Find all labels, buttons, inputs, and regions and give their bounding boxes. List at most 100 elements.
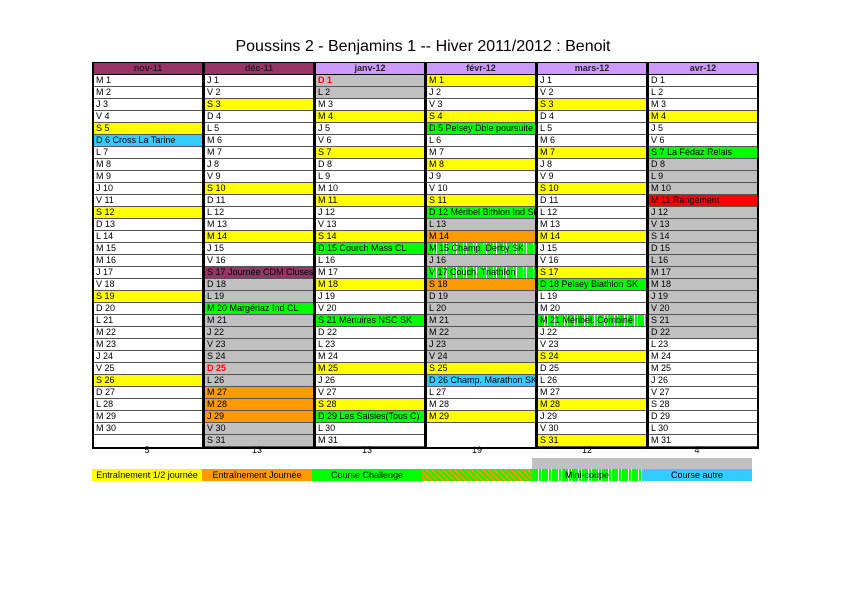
day-cell[interactable]: L 5 bbox=[205, 123, 313, 135]
day-cell[interactable]: M 24 bbox=[316, 351, 424, 363]
day-cell[interactable]: S 24 bbox=[205, 351, 313, 363]
day-cell[interactable]: V 2 bbox=[538, 87, 646, 99]
day-cell[interactable]: V 6 bbox=[649, 135, 757, 147]
day-cell[interactable]: J 26 bbox=[316, 375, 424, 387]
day-cell[interactable]: M 16 bbox=[94, 255, 202, 267]
day-cell[interactable]: M 7 bbox=[427, 147, 535, 159]
day-cell[interactable]: J 19 bbox=[316, 291, 424, 303]
day-cell[interactable]: L 21 bbox=[94, 315, 202, 327]
day-cell[interactable]: S 17 bbox=[538, 267, 646, 279]
day-cell[interactable]: D 18 Peisey Biathlon SK bbox=[538, 279, 646, 291]
day-cell[interactable]: L 19 bbox=[538, 291, 646, 303]
day-cell[interactable]: M 22 bbox=[94, 327, 202, 339]
day-cell[interactable]: D 5 Peisey Dble poursuite bbox=[427, 123, 535, 135]
day-cell[interactable]: M 21 Méribel. Combiné bbox=[538, 315, 646, 327]
day-cell[interactable]: D 8 bbox=[649, 159, 757, 171]
day-cell[interactable]: V 18 bbox=[94, 279, 202, 291]
day-cell[interactable]: V 4 bbox=[94, 111, 202, 123]
day-cell[interactable]: L 9 bbox=[649, 171, 757, 183]
day-cell[interactable]: V 30 bbox=[538, 423, 646, 435]
day-cell[interactable]: L 5 bbox=[538, 123, 646, 135]
day-cell[interactable]: M 1 bbox=[427, 75, 535, 87]
day-cell[interactable]: M 7 bbox=[205, 147, 313, 159]
day-cell[interactable]: V 9 bbox=[538, 171, 646, 183]
day-cell[interactable]: J 12 bbox=[649, 207, 757, 219]
day-cell[interactable]: M 13 bbox=[538, 219, 646, 231]
day-cell[interactable]: D 1 bbox=[316, 75, 424, 87]
day-cell[interactable]: M 27 bbox=[538, 387, 646, 399]
day-cell[interactable]: S 26 bbox=[94, 375, 202, 387]
day-cell[interactable]: M 30 bbox=[94, 423, 202, 435]
day-cell[interactable]: J 3 bbox=[94, 99, 202, 111]
day-cell[interactable]: M 29 bbox=[427, 411, 535, 423]
day-cell[interactable]: M 28 bbox=[205, 399, 313, 411]
day-cell[interactable]: L 9 bbox=[316, 171, 424, 183]
day-cell[interactable]: M 14 bbox=[205, 231, 313, 243]
day-cell[interactable]: V 25 bbox=[94, 363, 202, 375]
day-cell[interactable]: L 12 bbox=[205, 207, 313, 219]
day-cell[interactable]: D 22 bbox=[649, 327, 757, 339]
day-cell[interactable]: M 25 bbox=[649, 363, 757, 375]
day-cell[interactable]: V 27 bbox=[649, 387, 757, 399]
day-cell[interactable]: V 23 bbox=[205, 339, 313, 351]
day-cell[interactable]: J 23 bbox=[427, 339, 535, 351]
day-cell[interactable]: J 8 bbox=[538, 159, 646, 171]
day-cell[interactable]: D 4 bbox=[205, 111, 313, 123]
day-cell[interactable]: V 6 bbox=[316, 135, 424, 147]
day-cell[interactable]: D 15 Courch Mass CL bbox=[316, 243, 424, 255]
day-cell[interactable]: S 3 bbox=[205, 99, 313, 111]
day-cell[interactable]: J 15 bbox=[205, 243, 313, 255]
day-cell[interactable]: M 4 bbox=[316, 111, 424, 123]
day-cell[interactable]: M 8 bbox=[427, 159, 535, 171]
day-cell[interactable]: M 10 bbox=[649, 183, 757, 195]
day-cell[interactable]: D 25 bbox=[205, 363, 313, 375]
day-cell[interactable]: D 12 Méribel Bithlon Ind SK bbox=[427, 207, 535, 219]
day-cell[interactable]: J 15 bbox=[538, 243, 646, 255]
day-cell[interactable]: S 25 bbox=[427, 363, 535, 375]
day-cell[interactable]: M 11 bbox=[316, 195, 424, 207]
day-cell[interactable]: V 16 bbox=[205, 255, 313, 267]
day-cell[interactable]: D 18 bbox=[205, 279, 313, 291]
day-cell[interactable]: S 10 bbox=[205, 183, 313, 195]
day-cell[interactable]: J 17 bbox=[94, 267, 202, 279]
day-cell[interactable]: S 24 bbox=[538, 351, 646, 363]
day-cell[interactable]: D 1 bbox=[649, 75, 757, 87]
day-cell[interactable]: V 30 bbox=[205, 423, 313, 435]
day-cell[interactable]: V 3 bbox=[427, 99, 535, 111]
day-cell[interactable]: M 20 bbox=[538, 303, 646, 315]
day-cell[interactable]: S 12 bbox=[94, 207, 202, 219]
day-cell[interactable]: L 30 bbox=[316, 423, 424, 435]
day-cell[interactable]: M 29 bbox=[94, 411, 202, 423]
day-cell[interactable]: S 19 bbox=[94, 291, 202, 303]
day-cell[interactable]: M 24 bbox=[649, 351, 757, 363]
day-cell[interactable]: M 17 bbox=[316, 267, 424, 279]
day-cell[interactable]: M 6 bbox=[205, 135, 313, 147]
day-cell[interactable]: L 7 bbox=[94, 147, 202, 159]
day-cell[interactable]: S 11 bbox=[427, 195, 535, 207]
day-cell[interactable]: J 2 bbox=[427, 87, 535, 99]
day-cell[interactable]: D 20 bbox=[94, 303, 202, 315]
day-cell[interactable]: S 10 bbox=[538, 183, 646, 195]
day-cell[interactable]: L 2 bbox=[649, 87, 757, 99]
day-cell[interactable]: M 10 bbox=[316, 183, 424, 195]
day-cell[interactable]: M 27 bbox=[205, 387, 313, 399]
day-cell[interactable]: S 28 bbox=[649, 399, 757, 411]
day-cell[interactable]: L 6 bbox=[427, 135, 535, 147]
day-cell[interactable]: M 14 bbox=[538, 231, 646, 243]
day-cell[interactable]: J 29 bbox=[538, 411, 646, 423]
day-cell[interactable]: V 16 bbox=[538, 255, 646, 267]
day-cell[interactable]: J 8 bbox=[205, 159, 313, 171]
day-cell[interactable]: M 3 bbox=[649, 99, 757, 111]
day-cell[interactable]: M 20 Margériaz Ind CL bbox=[205, 303, 313, 315]
day-cell[interactable]: J 19 bbox=[649, 291, 757, 303]
day-cell[interactable]: V 24 bbox=[427, 351, 535, 363]
day-cell[interactable]: L 19 bbox=[205, 291, 313, 303]
day-cell[interactable]: M 15 bbox=[94, 243, 202, 255]
day-cell[interactable]: L 26 bbox=[538, 375, 646, 387]
day-cell[interactable]: J 12 bbox=[316, 207, 424, 219]
day-cell[interactable]: D 29 bbox=[649, 411, 757, 423]
day-cell[interactable]: S 3 bbox=[538, 99, 646, 111]
day-cell[interactable]: M 17 bbox=[649, 267, 757, 279]
day-cell[interactable]: S 4 bbox=[427, 111, 535, 123]
day-cell[interactable]: M 31 bbox=[316, 435, 424, 447]
